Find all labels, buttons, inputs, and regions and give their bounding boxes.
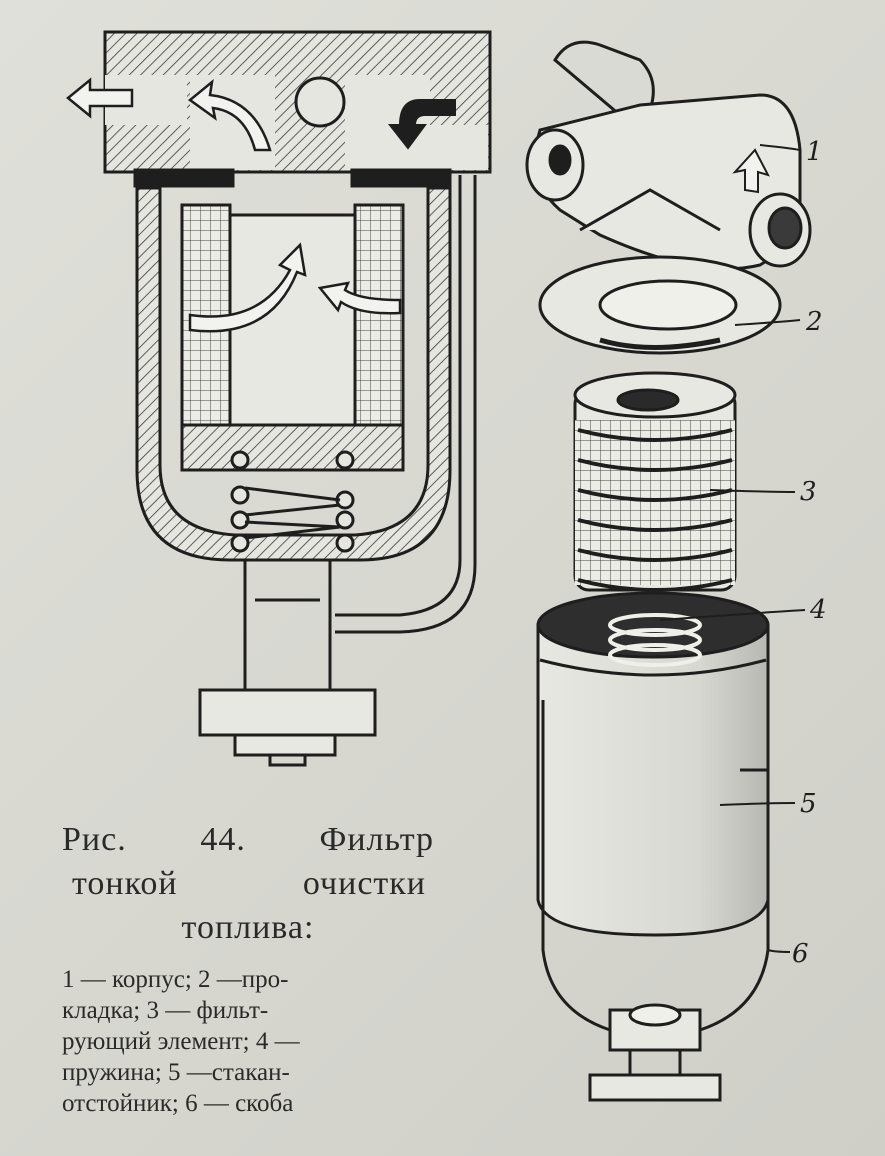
callout-1: 1 [806,137,823,167]
bolt-hole [294,76,346,128]
figure-caption: Рис. 44. Фильтр тонкой очистки топлива: … [62,818,434,1119]
title-word: очистки [302,865,426,902]
clamp-section [335,175,477,634]
legend-line: 1 — корпус; 2 —про- [62,966,289,993]
title-word: тонкой [72,865,178,902]
callout-6: 6 [792,939,809,969]
gasket-ring [538,255,782,355]
exploded-view [525,40,812,1102]
spring [608,613,702,667]
legend-line: пружина; 5 —стакан- [62,1059,290,1086]
fig-number: 44. [200,821,246,858]
gasket-section [133,168,235,188]
section-view [66,30,492,767]
inlet-arrow-icon [387,99,456,150]
spring-section [230,450,355,553]
flow-arrow-icon [187,78,272,152]
settling-cup [536,591,770,937]
legend-line: кладка; 3 — фильт- [62,997,269,1024]
bowl-section [135,186,452,562]
callout-3: 3 [800,477,817,507]
legend-line: отстойник; 6 — скоба [62,1090,294,1117]
callout-4: 4 [809,595,827,625]
callout-2: 2 [805,307,823,337]
housing-body [525,40,812,271]
filter-element [573,371,737,592]
callout-5: 5 [800,789,817,819]
fig-label: Рис. [62,821,127,858]
legend-line: рующий элемент; 4 — [62,1028,300,1055]
title-word: Фильтр [319,821,434,858]
outlet-arrow-icon [66,77,134,119]
flow-arrow-icon [188,242,307,333]
caption-legend: 1 — корпус; 2 —про- кладка; 3 — фильт- р… [62,964,434,1119]
callout-leaders [659,144,806,953]
title-word: топлива: [181,909,315,946]
drain-nut [198,688,377,757]
inlet-arrow-icon [732,148,770,194]
filter-element-section [180,203,232,467]
bracket [541,690,770,1032]
wing-nut [588,1008,722,1102]
caption-title: Рис. 44. Фильтр тонкой очистки топлива: [62,818,434,950]
